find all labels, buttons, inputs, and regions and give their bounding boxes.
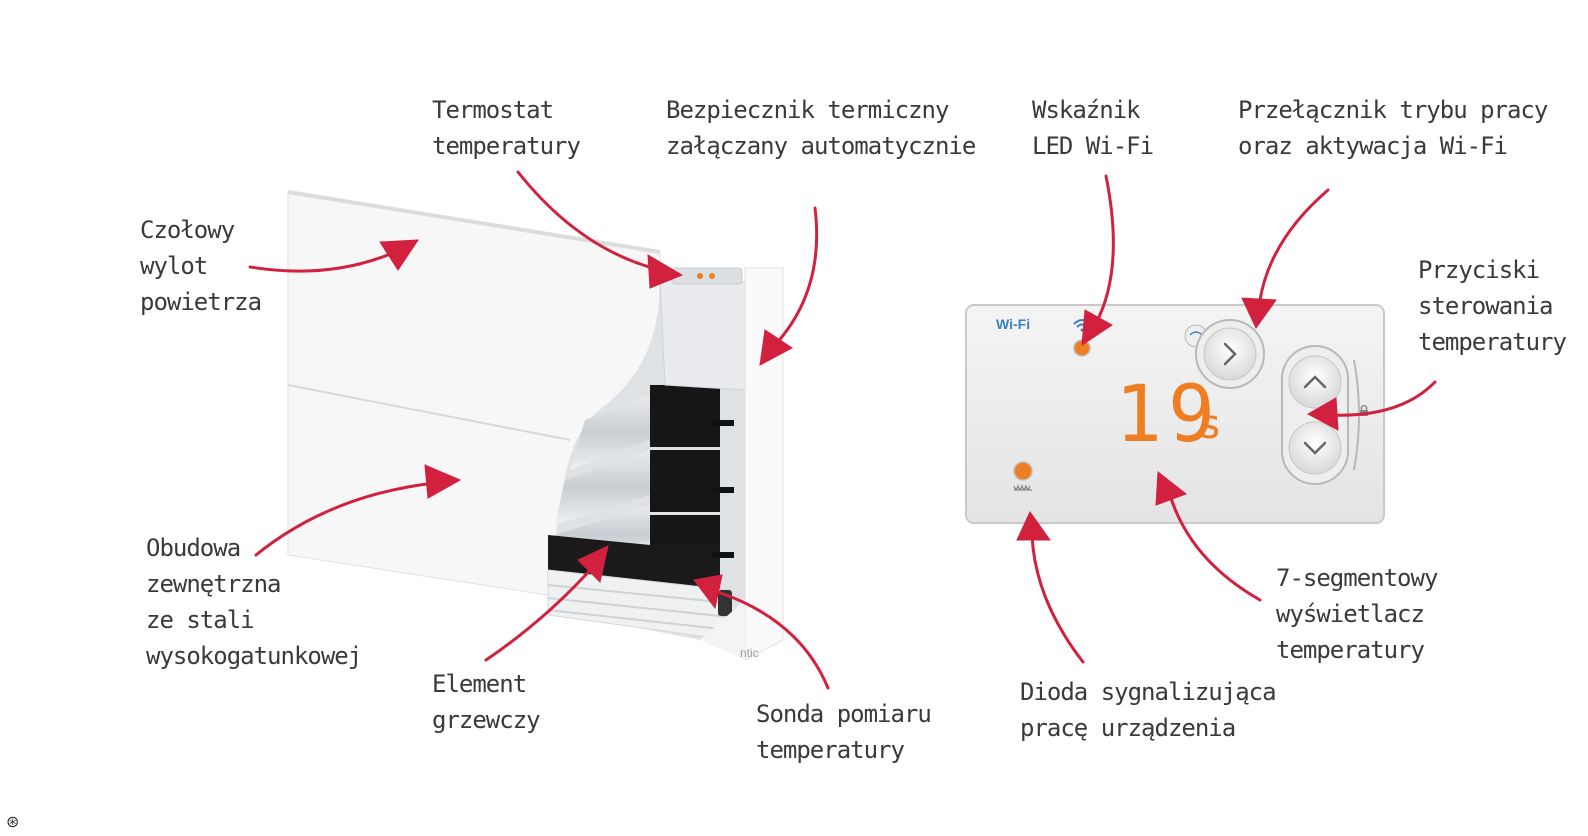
brand-fragment: ntic	[740, 646, 759, 660]
arrow-termostat	[516, 170, 684, 289]
heater-coil-icon	[1013, 483, 1032, 491]
housing-seam	[287, 384, 571, 441]
arrow-przelacznik	[1241, 188, 1330, 329]
heater-side-panel	[744, 267, 784, 661]
arrow-bezpiecznik	[759, 206, 819, 366]
arrow-obudowa	[254, 464, 462, 557]
panel-body	[965, 304, 1385, 524]
corner-logo-icon: ⊛	[6, 812, 20, 831]
arrow-wyswietlacz	[1155, 471, 1262, 602]
arrows	[248, 170, 1437, 690]
arrow-przyciski	[1306, 380, 1437, 431]
control-panel	[965, 304, 1385, 524]
thermostat-module[interactable]	[659, 267, 746, 391]
chevron-down-icon	[1303, 441, 1327, 455]
temperature-display-unit: s	[1198, 402, 1223, 448]
air-outlet	[287, 190, 661, 254]
arrow-element	[484, 545, 609, 662]
chevron-right-icon	[1223, 342, 1237, 366]
arrow-sonda	[693, 574, 830, 690]
chevron-up-icon	[1303, 375, 1327, 389]
arrow-dioda	[1016, 511, 1085, 664]
operation-led	[1013, 461, 1033, 481]
mode-button[interactable]	[1184, 319, 1265, 389]
wifi-label: Wi-Fi	[996, 316, 1031, 332]
arrow-wskaznik	[1081, 174, 1115, 346]
arrow-czolowy	[248, 239, 419, 273]
temperature-down-button[interactable]	[1288, 421, 1342, 475]
temperature-display: 19	[1115, 370, 1221, 460]
temperature-up-button[interactable]	[1288, 355, 1342, 409]
